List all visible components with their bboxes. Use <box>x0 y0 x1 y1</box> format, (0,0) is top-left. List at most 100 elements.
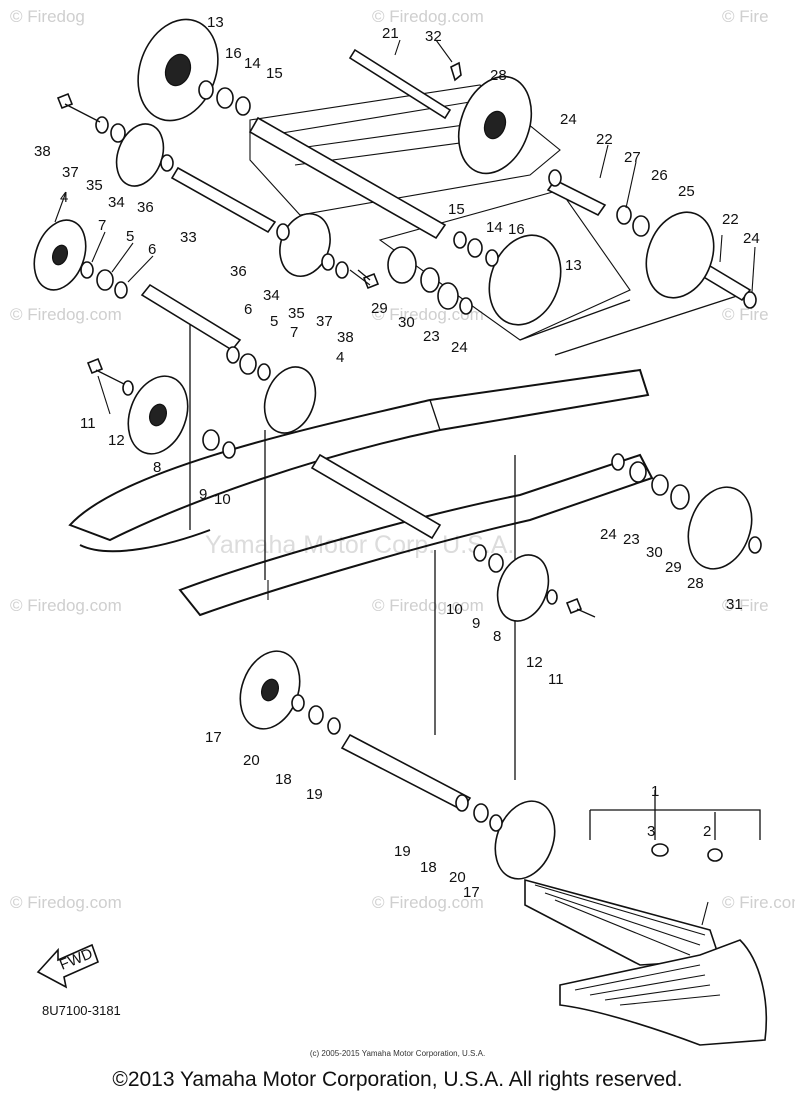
label-22: 22 <box>596 131 613 148</box>
label-14: 14 <box>486 219 503 236</box>
track-assembly <box>524 790 768 1046</box>
label-38: 38 <box>337 329 354 346</box>
label-35: 35 <box>288 305 305 322</box>
label-6: 6 <box>244 301 252 318</box>
label-3: 3 <box>647 823 655 840</box>
label-12: 12 <box>108 432 125 449</box>
label-28: 28 <box>687 575 704 592</box>
label-18: 18 <box>420 859 437 876</box>
small-copyright: (c) 2005-2015 Yamaha Motor Corporation, … <box>309 1049 486 1058</box>
label-28: 28 <box>490 67 507 84</box>
label-15: 15 <box>266 65 283 82</box>
watermark: © Firedog.com <box>372 7 484 26</box>
wheel-28-top <box>457 75 533 175</box>
label-24: 24 <box>560 111 577 128</box>
label-27: 27 <box>624 149 641 166</box>
label-12: 12 <box>526 654 543 671</box>
watermark: © Firedog.com <box>10 596 122 615</box>
copyright-footer: ©2013 Yamaha Motor Corporation, U.S.A. A… <box>112 1068 683 1091</box>
small-parts <box>56 61 762 832</box>
label-34: 34 <box>108 194 125 211</box>
label-7: 7 <box>98 217 106 234</box>
label-30: 30 <box>646 544 663 561</box>
label-19: 19 <box>306 786 323 803</box>
part-diagram-code: 8U7100-3181 <box>42 1003 121 1018</box>
label-24: 24 <box>600 526 617 543</box>
watermark: © Firedog.com <box>372 596 484 615</box>
label-17: 17 <box>205 729 222 746</box>
label-9: 9 <box>199 486 207 503</box>
part-labels: 13 21 32 16 14 15 28 24 22 27 26 25 22 2… <box>34 14 760 901</box>
label-24: 24 <box>743 230 760 247</box>
label-23: 23 <box>423 328 440 345</box>
watermark: © Firedog.com <box>372 305 484 324</box>
label-36: 36 <box>137 199 154 216</box>
label-13: 13 <box>565 257 582 274</box>
watermark: © Firedog <box>10 7 85 26</box>
label-24: 24 <box>451 339 468 356</box>
label-34: 34 <box>263 287 280 304</box>
label-17: 17 <box>463 884 480 901</box>
label-4: 4 <box>336 349 344 366</box>
label-33: 33 <box>180 229 197 246</box>
label-8: 8 <box>493 628 501 645</box>
label-2: 2 <box>703 823 711 840</box>
leader-lines <box>54 39 756 926</box>
label-7: 7 <box>290 324 298 341</box>
label-26: 26 <box>651 167 668 184</box>
label-11: 11 <box>80 415 96 432</box>
watermark: © Firedog.com <box>372 893 484 912</box>
label-36: 36 <box>230 263 247 280</box>
label-9: 9 <box>472 615 480 632</box>
forward-arrow: FWD <box>36 943 100 989</box>
wheel-4-left <box>33 219 87 291</box>
label-5: 5 <box>270 313 278 330</box>
wheel-4-mid <box>263 366 317 434</box>
watermark: © Firedog.com <box>10 893 122 912</box>
watermark: © Fire <box>722 7 769 26</box>
wheel-25 <box>645 211 715 299</box>
wheel-8-right <box>496 554 550 622</box>
watermark: © Firedog.com <box>10 305 122 324</box>
wheel-13-mid <box>488 234 562 326</box>
label-5: 5 <box>126 228 134 245</box>
label-30: 30 <box>398 314 415 331</box>
label-1: 1 <box>651 783 659 800</box>
label-37: 37 <box>316 313 333 330</box>
label-15: 15 <box>448 201 465 218</box>
label-18: 18 <box>275 771 292 788</box>
watermarks: © Firedog © Firedog.com © Fire © Firedog… <box>10 7 795 912</box>
label-29: 29 <box>371 300 388 317</box>
wheel-17-right <box>494 800 556 880</box>
wheel-8-left <box>127 375 189 455</box>
label-23: 23 <box>623 531 640 548</box>
label-10: 10 <box>446 601 463 618</box>
label-20: 20 <box>243 752 260 769</box>
label-10: 10 <box>214 491 231 508</box>
watermark: © Fire <box>722 305 769 324</box>
wheel-34-mid <box>279 213 331 277</box>
label-19: 19 <box>394 843 411 860</box>
label-4: 4 <box>60 189 68 206</box>
wheel-28-right <box>687 486 753 570</box>
watermark: © Fire <box>722 596 769 615</box>
label-20: 20 <box>449 869 466 886</box>
label-21: 21 <box>382 25 399 42</box>
label-29: 29 <box>665 559 682 576</box>
watermark: © Fire.com <box>722 893 795 912</box>
label-25: 25 <box>678 183 695 200</box>
label-37: 37 <box>62 164 79 181</box>
label-35: 35 <box>86 177 103 194</box>
label-14: 14 <box>244 55 261 72</box>
label-31: 31 <box>726 596 743 613</box>
label-11: 11 <box>548 671 564 688</box>
idler-wheels <box>33 18 753 880</box>
label-16: 16 <box>225 45 242 62</box>
label-38: 38 <box>34 143 51 160</box>
label-16: 16 <box>508 221 525 238</box>
label-32: 32 <box>425 28 442 45</box>
wheel-13-top <box>137 18 219 122</box>
wheel-17-left <box>239 650 301 730</box>
